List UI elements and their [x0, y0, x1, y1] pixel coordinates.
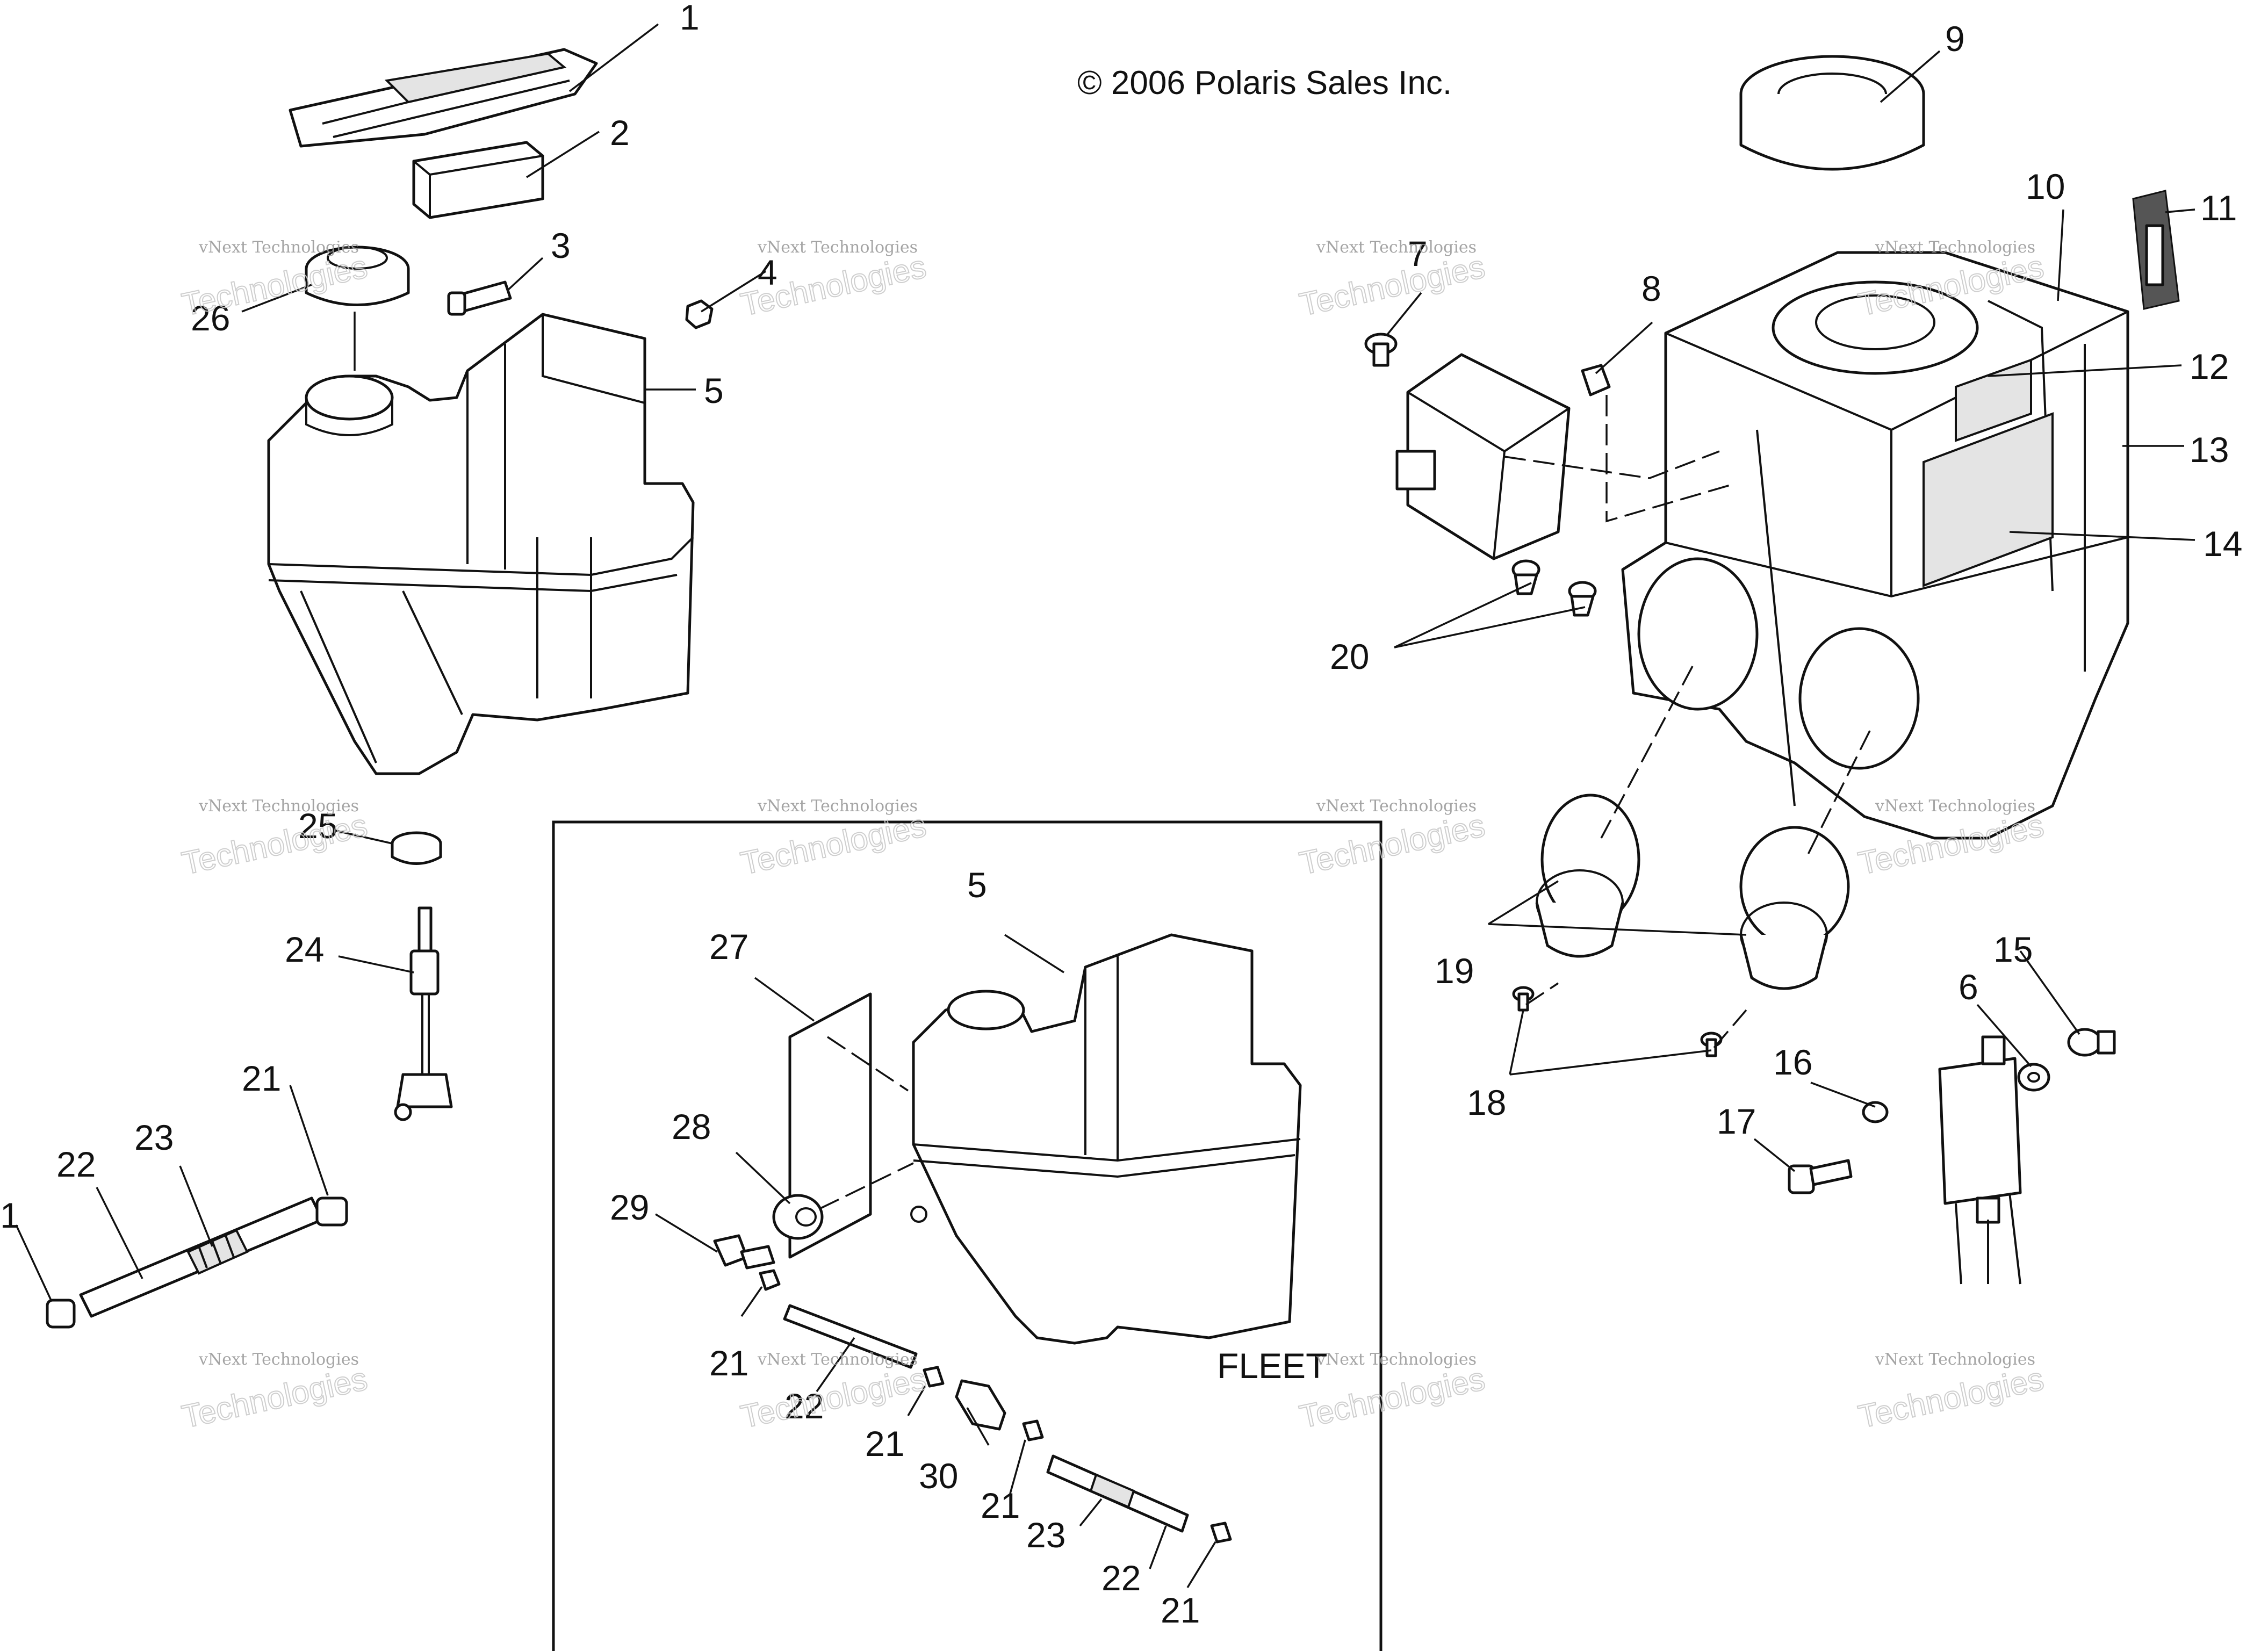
callout-8: 8	[1641, 269, 1661, 308]
part-29-fitting	[713, 1234, 775, 1270]
watermark-text: vNext Technologies	[757, 1350, 918, 1369]
callout-23-fleet: 23	[1026, 1515, 1065, 1555]
copyright-notice: © 2006 Polaris Sales Inc.	[1077, 64, 1452, 102]
callout-21-fleet-c: 21	[981, 1486, 1020, 1525]
part-15-screw	[2067, 1028, 2116, 1057]
callout-17: 17	[1717, 1101, 1756, 1141]
part-26-cap	[305, 246, 410, 306]
leader-lines	[15, 23, 2195, 1588]
watermark-text: vNext Technologies	[198, 797, 359, 816]
part-1-cover	[289, 48, 598, 148]
watermark-outline: Technologies	[179, 1360, 371, 1434]
watermark-text: vNext Technologies	[1875, 238, 2035, 257]
part-21-clamps-fleet	[759, 1269, 1232, 1544]
part-7-screw	[1364, 333, 1398, 367]
part-9-ring	[1739, 55, 1925, 171]
callout-23-left: 23	[134, 1118, 174, 1157]
callout-21-left: 21	[242, 1058, 281, 1098]
fleet-box	[552, 820, 1383, 1651]
part-1b-clamp-left	[46, 1299, 76, 1329]
callout-21-fleet-b: 21	[865, 1424, 904, 1463]
callout-7: 7	[1408, 234, 1428, 273]
callout-2: 2	[610, 113, 630, 153]
part-5-oil-tank	[267, 313, 695, 775]
part-4-nut	[685, 299, 714, 329]
callout-15: 15	[1993, 929, 2033, 969]
part-25-plug	[391, 831, 442, 865]
part-3-bolt	[447, 280, 512, 316]
part-coil	[1938, 1035, 2022, 1285]
callout-4: 4	[758, 253, 777, 292]
callout-14: 14	[2203, 524, 2242, 564]
part-8-clip	[1581, 364, 1611, 396]
callout-27: 27	[709, 927, 748, 967]
callout-29: 29	[610, 1187, 649, 1227]
callout-20: 20	[1330, 637, 1369, 676]
watermark-text: vNext Technologies	[757, 797, 918, 816]
part-6-washer	[2017, 1063, 2050, 1092]
part-30-fitting	[955, 1379, 1006, 1431]
watermark-text: vNext Technologies	[198, 1350, 359, 1369]
callout-11: 11	[2200, 188, 2237, 228]
callout-5: 5	[704, 371, 724, 410]
part-5b-oil-tank	[910, 933, 1302, 1345]
callout-21-fleet-d: 21	[1161, 1590, 1200, 1630]
part-16-washer	[1862, 1101, 1889, 1123]
part-28-grommet	[772, 1194, 824, 1240]
part-2-block	[412, 141, 544, 219]
callout-9: 9	[1945, 19, 1965, 59]
watermark-outline: Technologies	[1297, 248, 1488, 322]
dashed-lines	[819, 395, 1871, 1210]
callout-13: 13	[2190, 430, 2229, 470]
part-22b-hose	[783, 1304, 918, 1369]
watermark-text: vNext Technologies	[1316, 797, 1477, 816]
watermark-text: vNext Technologies	[1875, 1350, 2035, 1369]
callout-12: 12	[2190, 347, 2229, 386]
part-24-sensor	[394, 906, 453, 1121]
callout-19: 19	[1435, 951, 1474, 991]
callout-10: 10	[2026, 167, 2065, 206]
callout-30: 30	[919, 1456, 958, 1496]
callout-6: 6	[1959, 967, 1978, 1007]
callout-28: 28	[672, 1107, 711, 1147]
callout-22-fleet-b: 22	[1101, 1558, 1141, 1598]
callout-1-left: 1	[0, 1195, 20, 1235]
part-11-clip	[2132, 190, 2180, 310]
callout-labels: 1 2 3 4 5 26 25 24 21 23 22 1 9 10 11 12…	[0, 0, 2242, 1630]
part-19-boots	[1535, 794, 1850, 990]
callout-1: 1	[680, 0, 700, 37]
watermark-outline: Technologies	[179, 248, 371, 322]
callout-3: 3	[551, 226, 571, 265]
watermark-outline: Technologies	[179, 807, 371, 881]
callout-22-left: 22	[56, 1144, 96, 1184]
callout-22-fleet-a: 22	[784, 1386, 824, 1426]
part-22-hose-left	[79, 1196, 324, 1318]
callout-21-fleet-a: 21	[709, 1343, 748, 1383]
callout-25: 25	[298, 806, 337, 846]
watermark-outline: Technologies	[738, 807, 930, 881]
watermark-text: vNext Technologies	[1875, 797, 2035, 816]
watermark-outline: Technologies	[1855, 1360, 2047, 1434]
part-27-label	[788, 992, 872, 1259]
part-22c-hose	[1046, 1454, 1189, 1533]
part-21-clamp-left	[315, 1196, 348, 1227]
callout-16: 16	[1773, 1042, 1812, 1082]
watermark-text: vNext Technologies	[1316, 1350, 1477, 1369]
part-17-bolt	[1788, 1159, 1853, 1194]
callout-24: 24	[285, 929, 324, 969]
watermark-text: vNext Technologies	[757, 238, 918, 257]
callout-5-fleet: 5	[967, 865, 987, 905]
watermark-outline: Technologies	[1297, 807, 1488, 881]
callout-18: 18	[1467, 1083, 1506, 1122]
watermark-text: vNext Technologies	[198, 238, 359, 257]
part-module	[1395, 353, 1571, 560]
callout-26: 26	[191, 298, 230, 338]
fleet-label: FLEET	[1217, 1346, 1327, 1386]
part-airbox	[1621, 251, 2129, 840]
part-18-screws	[1512, 986, 1723, 1057]
watermark-text: vNext Technologies	[1316, 238, 1477, 257]
